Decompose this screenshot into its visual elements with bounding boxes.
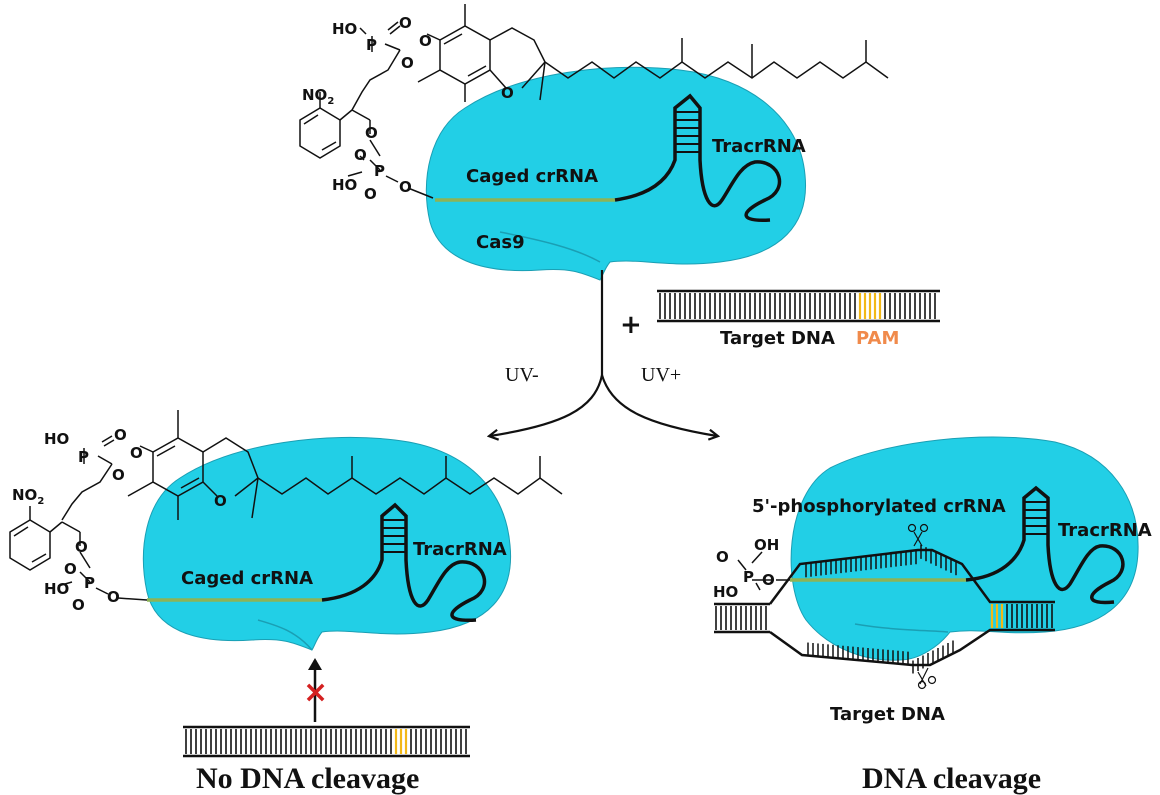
cas9-label: Cas9	[476, 232, 525, 253]
caged-crrna-label-left: Caged crRNA	[181, 568, 313, 589]
atom-o: O	[354, 146, 367, 164]
tracrrna-label: TracrRNA	[712, 136, 806, 157]
no-cleavage-outcome: No DNA cleavage	[196, 762, 419, 795]
atom-oh: OH	[754, 536, 779, 554]
blocked-x-icon: ×	[303, 675, 328, 710]
right-panel: OH P O HO O	[713, 436, 1152, 795]
tracrrna-hairpin-left	[382, 519, 406, 553]
tracrrna-label-right: TracrRNA	[1058, 520, 1152, 541]
dna-base-pairs	[659, 293, 936, 319]
cas9-protein-top	[425, 66, 807, 281]
dna-base-pairs-right	[715, 544, 1053, 674]
tracrrna-strand-left	[321, 502, 487, 622]
cleavage-outcome: DNA cleavage	[862, 762, 1041, 795]
top-complex: HO P O O O NO2 O O P O HO O O Caged crRN…	[299, 4, 889, 281]
cage-atom-labels-left: HO P O O O NO2 O O P O HO O O	[12, 426, 227, 614]
atom-p: P	[84, 574, 95, 592]
atom-o: O	[72, 596, 85, 614]
pam-label: PAM	[856, 328, 899, 349]
tracrrna-label-left: TracrRNA	[413, 539, 507, 560]
caged-crrna-label: Caged crRNA	[466, 166, 598, 187]
scissors-icon	[917, 667, 937, 690]
atom-ho: HO	[332, 20, 357, 38]
atom-o: O	[75, 538, 88, 556]
plus-sign: +	[620, 310, 642, 340]
atom-no2: NO2	[12, 486, 44, 507]
atom-o: O	[716, 548, 729, 566]
atom-o: O	[364, 185, 377, 203]
atom-ho: HO	[44, 580, 69, 598]
target-dna-bubble	[714, 548, 1055, 667]
atom-o: O	[107, 588, 120, 606]
scissors-icon	[907, 523, 929, 547]
tracrrna-strand-top	[614, 93, 782, 222]
atom-o: O	[130, 444, 143, 462]
cas9-protein-right	[790, 436, 1139, 661]
atom-ho: HO	[713, 583, 738, 601]
uv-plus-label: UV+	[641, 364, 681, 386]
atom-ho: HO	[332, 176, 357, 194]
cage-chemical-structure-left	[9, 410, 563, 601]
atom-no2: NO2	[302, 86, 334, 107]
atom-o: O	[401, 54, 414, 72]
atom-o: O	[214, 492, 227, 510]
left-panel: HO P O O O NO2 O O P O HO O O Caged crRN…	[9, 410, 563, 795]
target-dna-label-right: Target DNA	[830, 704, 945, 725]
atom-o: O	[64, 560, 77, 578]
cas9-lobe-line	[499, 231, 601, 263]
atom-p: P	[374, 162, 385, 180]
tracrrna-hairpin-right	[1024, 501, 1048, 535]
atom-o: O	[112, 466, 125, 484]
atom-o: O	[399, 178, 412, 196]
atom-o: O	[501, 84, 514, 102]
atom-p: P	[366, 36, 377, 54]
branch-arrows	[490, 270, 717, 436]
atom-o: O	[365, 124, 378, 142]
atom-o: O	[114, 426, 127, 444]
target-dna-label: Target DNA	[720, 328, 835, 349]
tracrrna-strand-right	[965, 485, 1125, 605]
phosphate-atom-labels: OH P O HO O	[713, 536, 779, 601]
cage-atom-labels: HO P O O O NO2 O O P O HO O O	[302, 14, 514, 203]
atom-p: P	[78, 448, 89, 466]
atom-o: O	[762, 571, 775, 589]
atom-o: O	[419, 32, 432, 50]
tracrrna-hairpin-top	[675, 111, 700, 153]
atom-p: P	[743, 568, 754, 586]
dna-base-pairs-left	[185, 729, 467, 754]
phosphorylated-crrna-label: 5'-phosphorylated crRNA	[752, 496, 1006, 517]
cage-chemical-structure	[299, 4, 889, 199]
reagent-target-dna: + Target DNA PAM	[620, 289, 940, 349]
atom-o: O	[399, 14, 412, 32]
atom-ho: HO	[44, 430, 69, 448]
uv-minus-label: UV-	[505, 364, 539, 386]
